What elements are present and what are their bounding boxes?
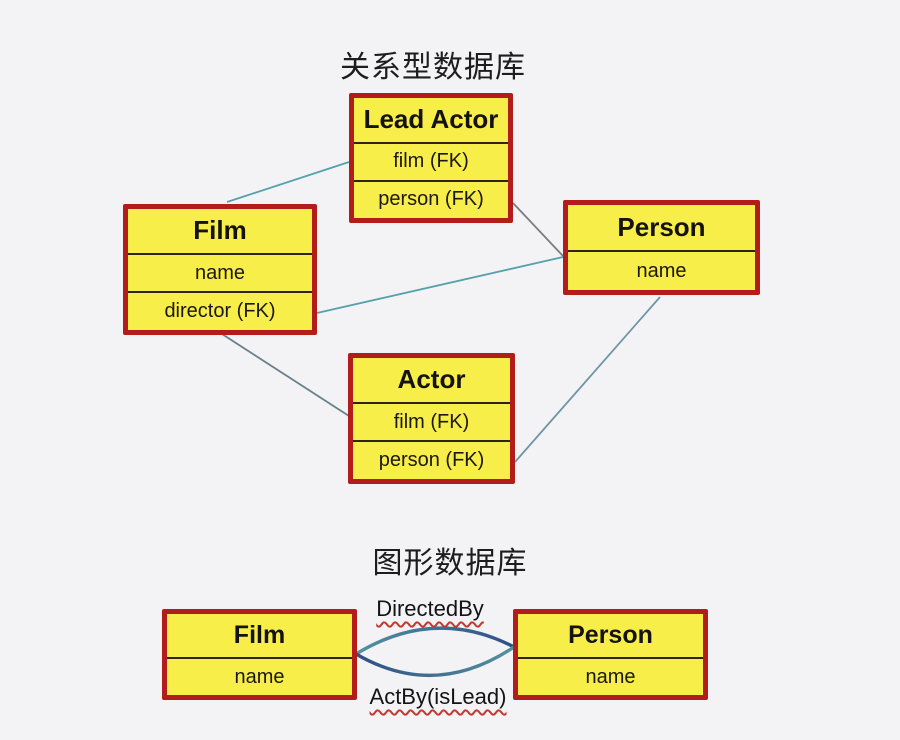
graph-node-person-field-name: name (518, 657, 703, 695)
entity-person-title: Person (617, 212, 706, 243)
connector-film-to-person (316, 256, 564, 314)
graph-node-film-field-name: name (167, 657, 352, 695)
entity-actor-title: Actor (397, 364, 466, 395)
entity-film-field-name: name (128, 252, 312, 292)
graph-edge-label-actby: ActBy(isLead) (369, 684, 507, 709)
entity-lead-actor: Lead Actor film (FK) person (FK) (349, 93, 513, 223)
connector-leadactor-to-person (512, 202, 564, 257)
connector-actor-to-person (514, 296, 661, 463)
entity-lead-actor-field-film: film (FK) (354, 141, 508, 180)
entity-film-field-director: director (FK) (128, 291, 312, 330)
graph-edge-directedby-curve (354, 626, 516, 656)
entity-lead-actor-title: Lead Actor (363, 104, 499, 135)
connector-film-to-actor (221, 333, 350, 417)
graph-node-film-title: Film (233, 621, 286, 650)
graph-edge-label-directedby: DirectedBy (376, 596, 484, 621)
relational-section-title: 关系型数据库 (340, 51, 526, 84)
graph-node-film: Film name (162, 609, 357, 700)
graph-edge-actby-curve (354, 645, 516, 677)
entity-lead-actor-field-person: person (FK) (354, 179, 508, 218)
entity-actor-field-film: film (FK) (353, 401, 510, 441)
graph-section-title: 图形数据库 (372, 547, 528, 580)
entity-person: Person name (563, 200, 760, 295)
graph-node-person-title: Person (568, 621, 653, 650)
entity-actor-field-person: person (FK) (353, 440, 510, 479)
entity-person-field-name: name (568, 250, 755, 290)
graph-node-person: Person name (513, 609, 708, 700)
entity-film: Film name director (FK) (123, 204, 317, 335)
entity-film-title: Film (193, 215, 247, 246)
connector-film-to-leadactor (226, 161, 350, 203)
entity-actor: Actor film (FK) person (FK) (348, 353, 515, 484)
